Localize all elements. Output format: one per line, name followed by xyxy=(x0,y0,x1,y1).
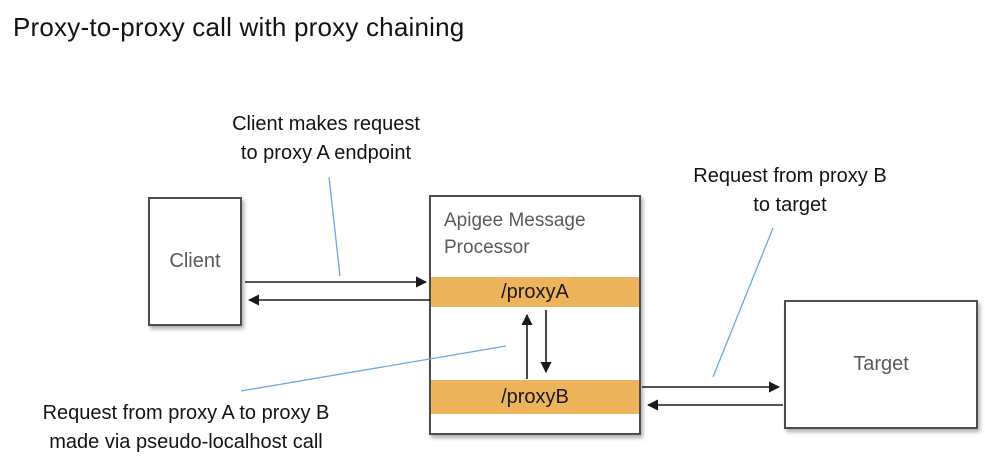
proxy-a-label: /proxyA xyxy=(501,280,569,303)
annotation-client-request: Client makes request to proxy A endpoint xyxy=(196,110,456,168)
annotation-proxyb-to-target-line1: Request from proxy B xyxy=(693,165,887,187)
callout-line-proxyb-target xyxy=(712,227,774,378)
annotation-proxya-to-proxyb-line1: Request from proxy A to proxy B xyxy=(42,402,330,424)
callout-line-client-request xyxy=(328,176,341,277)
proxy-b-bar: /proxyB xyxy=(431,380,639,414)
message-processor-box: Apigee Message Processor /proxyA /proxyB xyxy=(429,195,641,435)
annotation-proxyb-to-target: Request from proxy B to target xyxy=(660,162,920,220)
target-box: Target xyxy=(784,300,978,429)
annotation-proxyb-to-target-line2: to target xyxy=(753,194,827,216)
client-box: Client xyxy=(148,197,242,326)
annotation-proxya-to-proxyb-line2: made via pseudo-localhost call xyxy=(49,431,323,453)
target-label: Target xyxy=(853,353,909,375)
page-title: Proxy-to-proxy call with proxy chaining xyxy=(13,12,465,42)
message-processor-label: Apigee Message Processor xyxy=(444,210,586,258)
proxy-b-label: /proxyB xyxy=(501,385,569,408)
proxy-a-bar: /proxyA xyxy=(431,277,639,307)
annotation-proxya-to-proxyb: Request from proxy A to proxy B made via… xyxy=(10,399,362,457)
annotation-client-request-line1: Client makes request xyxy=(232,113,420,135)
client-label: Client xyxy=(169,250,221,272)
annotation-client-request-line2: to proxy A endpoint xyxy=(240,142,412,164)
